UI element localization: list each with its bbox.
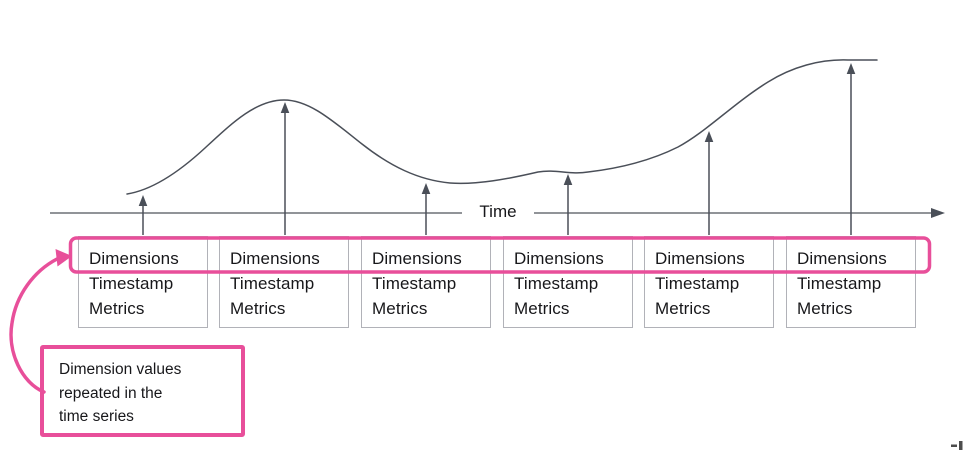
corner-artifact [951, 441, 963, 450]
record-dimensions-label: Dimensions [797, 249, 887, 268]
record-metrics-label: Metrics [372, 299, 428, 318]
record-metrics-label: Metrics [89, 299, 145, 318]
time-axis-label: Time [479, 202, 517, 221]
record-dimensions-label: Dimensions [230, 249, 320, 268]
record-card: Dimensions Timestamp Metrics [219, 236, 349, 328]
record-dimensions-label: Dimensions [372, 249, 462, 268]
record-card: Dimensions Timestamp Metrics [503, 236, 633, 328]
record-metrics-label: Metrics [230, 299, 286, 318]
axis-arrowhead-icon [931, 208, 945, 218]
record-card: Dimensions Timestamp Metrics [361, 236, 491, 328]
callout-box: Dimension values repeated in the time se… [40, 345, 245, 437]
record-dimensions-label: Dimensions [514, 249, 604, 268]
record-timestamp-label: Timestamp [230, 274, 315, 293]
callout-text-line: repeated in the [59, 384, 163, 402]
callout-text-line: time series [59, 408, 134, 425]
record-card: Dimensions Timestamp Metrics [644, 236, 774, 328]
callout-text-line: Dimension values [59, 361, 182, 378]
record-timestamp-label: Timestamp [797, 274, 882, 293]
record-card: Dimensions Timestamp Metrics [78, 236, 208, 328]
record-timestamp-label: Timestamp [514, 274, 599, 293]
record-metrics-label: Metrics [797, 299, 853, 318]
record-timestamp-label: Timestamp [372, 274, 457, 293]
record-metrics-label: Metrics [514, 299, 570, 318]
record-timestamp-label: Timestamp [89, 274, 174, 293]
time-series-curve [126, 59, 878, 195]
record-timestamp-label: Timestamp [655, 274, 740, 293]
callout-arrowhead-icon [55, 249, 72, 267]
record-dimensions-label: Dimensions [89, 249, 179, 268]
record-dimensions-label: Dimensions [655, 249, 745, 268]
record-metrics-label: Metrics [655, 299, 711, 318]
record-card: Dimensions Timestamp Metrics [786, 236, 916, 328]
